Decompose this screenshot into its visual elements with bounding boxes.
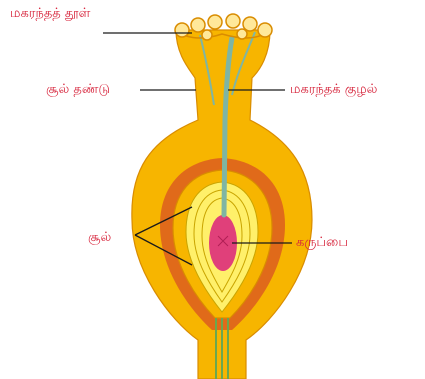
pollen-grain xyxy=(226,14,240,28)
label-pollen-tube: மகரந்தக் குழல் xyxy=(290,82,377,98)
pollen-grain xyxy=(175,23,189,37)
label-style: சூல் தண்டு xyxy=(46,82,110,98)
pollen-grain xyxy=(237,29,247,39)
pollen-grain xyxy=(208,15,222,29)
label-ovule: சூல் xyxy=(88,230,111,246)
label-pollen-grains: மகரந்தத் தூள் xyxy=(10,6,90,22)
pollen-grain xyxy=(191,18,205,32)
pollen-grain xyxy=(202,30,212,40)
pollen-grain xyxy=(243,17,257,31)
pollen-grain xyxy=(258,23,272,37)
label-embryo-sac: கருப்பை xyxy=(296,235,348,251)
